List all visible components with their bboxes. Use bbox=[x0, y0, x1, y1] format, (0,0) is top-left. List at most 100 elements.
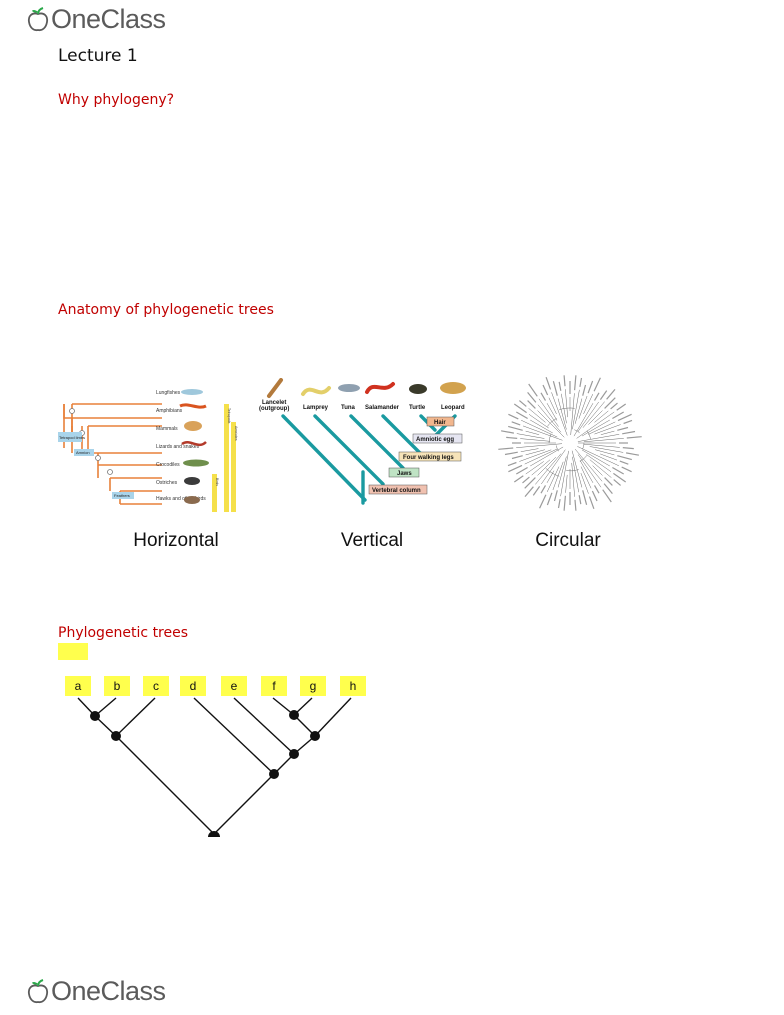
node-ab bbox=[90, 711, 100, 721]
circular-arc bbox=[579, 455, 588, 462]
circular-leaf-label bbox=[588, 496, 595, 510]
circular-leaf-label bbox=[593, 392, 600, 401]
heading-anatomy: Anatomy of phylogenetic trees bbox=[58, 302, 274, 318]
circular-branch bbox=[557, 398, 567, 430]
circular-leaf-label bbox=[612, 411, 624, 420]
circular-leaf-label bbox=[591, 490, 598, 502]
circular-branch bbox=[573, 403, 594, 437]
circular-branch bbox=[522, 425, 563, 441]
circular-leaf-label bbox=[604, 397, 616, 409]
circular-leaf-label bbox=[574, 499, 577, 511]
circular-leaf-label bbox=[498, 447, 514, 450]
circular-leaf-label bbox=[557, 498, 561, 509]
circular-branch bbox=[530, 446, 564, 467]
circular-branch bbox=[565, 474, 568, 493]
circular-branch bbox=[582, 401, 605, 428]
circular-leaf-label bbox=[621, 466, 632, 473]
circular-leaf-label bbox=[527, 392, 537, 403]
circular-branch bbox=[546, 466, 560, 493]
circular-leaf-label bbox=[578, 495, 582, 505]
circular-branch bbox=[519, 449, 552, 462]
taxon-mammals: Mammals bbox=[156, 426, 178, 432]
oneclass-logo-bottom: OneClass bbox=[26, 978, 166, 1005]
circular-leaf-label bbox=[542, 384, 549, 396]
circular-branch bbox=[589, 459, 612, 478]
circular-leaf-label bbox=[593, 377, 601, 392]
circular-branch bbox=[580, 473, 589, 494]
taxon-hawks: Hawks and other birds bbox=[156, 496, 206, 502]
circular-branch bbox=[537, 456, 557, 476]
circular-leaf-label bbox=[619, 460, 629, 465]
circular-leaf-label bbox=[612, 466, 624, 475]
circular-arc bbox=[582, 442, 585, 450]
heading-phylogenetic-trees: Phylogenetic trees bbox=[58, 625, 189, 641]
vtaxon-turtle: Turtle bbox=[409, 405, 426, 411]
circular-leaf-label bbox=[616, 403, 627, 411]
circular-leaf-label bbox=[504, 451, 518, 456]
circular-branch bbox=[525, 449, 545, 456]
circular-leaf-label bbox=[613, 472, 627, 483]
circular-arc bbox=[559, 407, 575, 410]
leaf-d: d bbox=[180, 676, 206, 696]
circular-branch bbox=[594, 410, 609, 423]
circular-arc bbox=[555, 445, 559, 452]
group-birds: Birds bbox=[215, 478, 219, 486]
circular-branch bbox=[548, 397, 557, 415]
circular-branch bbox=[528, 414, 549, 429]
circular-branch bbox=[574, 398, 583, 424]
caption-circular: Circular bbox=[535, 530, 601, 551]
circular-branch bbox=[600, 453, 618, 461]
circular-branch bbox=[537, 404, 562, 433]
circular-leaf-label bbox=[545, 376, 552, 390]
empty-highlight bbox=[58, 643, 88, 660]
vtaxon-leopard: Leopard bbox=[441, 405, 465, 411]
circular-branch bbox=[577, 401, 599, 432]
circular-leaf-label bbox=[508, 425, 523, 431]
node-fgh bbox=[310, 731, 320, 741]
circular-leaf-label bbox=[625, 452, 640, 456]
vtaxon-lamprey: Lamprey bbox=[303, 405, 329, 411]
circular-branch bbox=[600, 430, 615, 435]
circular-leaf-label bbox=[524, 477, 536, 489]
circular-branch bbox=[587, 421, 616, 435]
group-tetrapods: Tetrapods bbox=[227, 408, 231, 424]
circular-branch bbox=[525, 430, 540, 435]
circular-leaf-label bbox=[606, 389, 616, 400]
circular-branch bbox=[572, 389, 580, 430]
circular-leaf-label bbox=[579, 377, 583, 388]
leaf-h: h bbox=[340, 676, 366, 696]
circular-leaf-label bbox=[539, 494, 547, 509]
node-efgh bbox=[289, 749, 299, 759]
circular-arc bbox=[586, 430, 591, 440]
circular-leaf-label bbox=[532, 486, 541, 496]
circular-leaf-label bbox=[563, 495, 566, 511]
circular-branch bbox=[574, 448, 603, 482]
circular-branch bbox=[577, 446, 620, 467]
trait-hair: Hair bbox=[434, 420, 446, 426]
circular-leaf-label bbox=[511, 455, 523, 460]
caption-vertical: Vertical bbox=[340, 530, 404, 551]
circular-branch bbox=[537, 410, 565, 438]
circular-arc bbox=[548, 433, 552, 444]
circular-leaf-label bbox=[599, 390, 608, 400]
leaf-f: f bbox=[261, 676, 287, 696]
circular-branch bbox=[579, 460, 594, 483]
circular-leaf-label bbox=[508, 464, 523, 473]
circular-branch bbox=[551, 392, 568, 436]
circular-arc bbox=[547, 418, 557, 427]
taxon-crocodiles: Crocodiles bbox=[156, 462, 180, 468]
group-amniotes: Amniotes bbox=[234, 426, 238, 441]
circular-leaf-label bbox=[603, 483, 613, 494]
circular-leaf-label bbox=[519, 400, 527, 407]
circular-leaf-label bbox=[558, 381, 562, 391]
circular-leaf-label bbox=[527, 400, 536, 409]
circular-leaf-label bbox=[626, 436, 642, 439]
circular-branch bbox=[570, 393, 575, 436]
circular-branch bbox=[592, 465, 603, 476]
node-abc bbox=[111, 731, 121, 741]
vertical-tree-figure: Lancelet(outgroup) Lamprey Tuna Salamand… bbox=[259, 378, 466, 505]
circular-leaf-label bbox=[552, 381, 558, 396]
circular-leaf-label bbox=[528, 383, 538, 397]
node-root bbox=[208, 831, 220, 837]
circular-branch bbox=[588, 410, 603, 425]
